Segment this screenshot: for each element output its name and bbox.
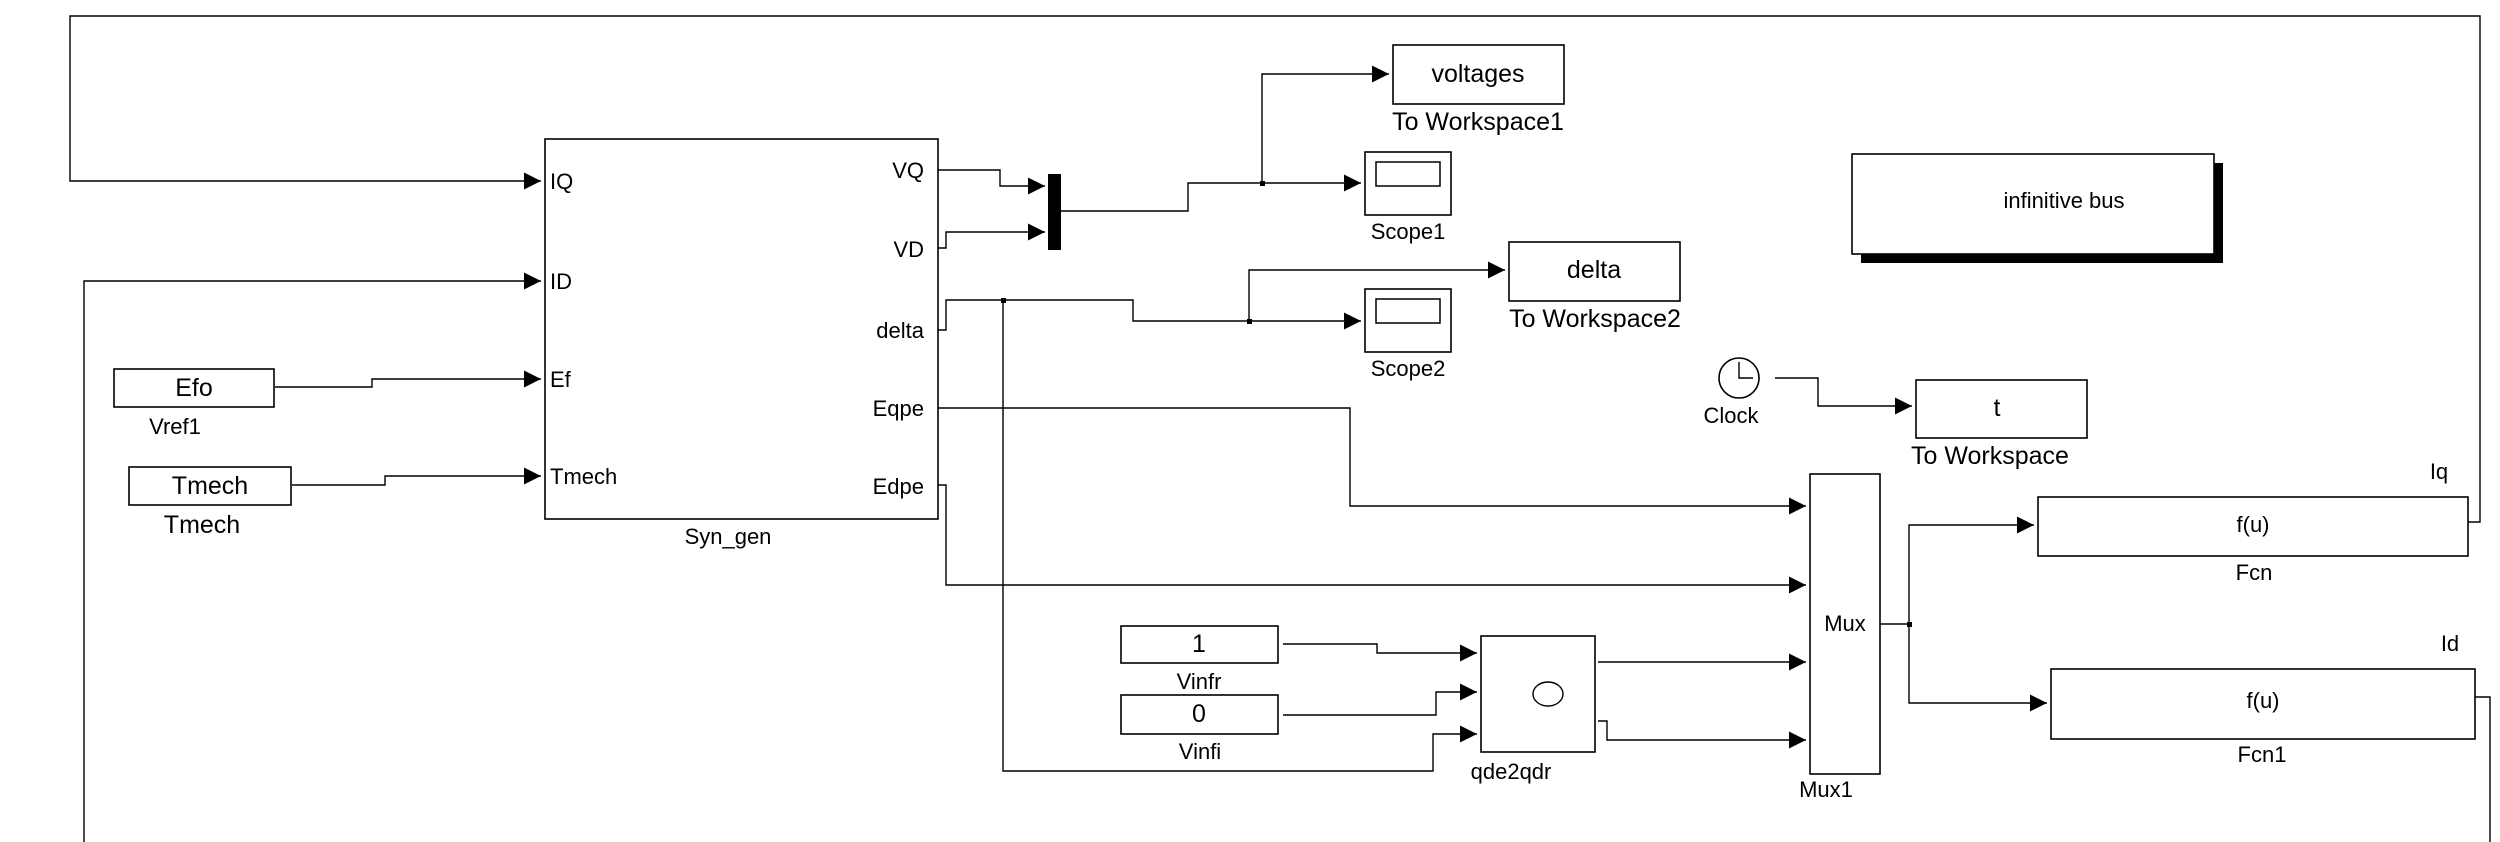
scope2-screen-icon [1375,298,1441,324]
infinitive-bus-block[interactable]: infinitive bus [1851,153,2223,263]
mux1-label: Mux1 [1799,777,1853,802]
fcn1-block[interactable]: f(u) Fcn1 Id [2050,631,2476,767]
syn-gen-label: Syn_gen [685,524,772,549]
infinitive-bus-label: infinitive bus [2003,188,2124,213]
to-workspace2-label: To Workspace2 [1509,305,1681,333]
fcn-expr: f(u) [2237,512,2270,537]
qde2qdr-label: qde2qdr [1471,759,1552,784]
port-tmech: Tmech [550,464,617,489]
to-workspace-block[interactable]: t To Workspace [1911,379,2088,470]
port-vd: VD [893,237,924,262]
scope1-screen-icon [1375,161,1441,187]
vref1-block[interactable]: Efo Vref1 [113,368,275,439]
to-workspace-label: To Workspace [1911,442,2069,470]
fcn1-label: Fcn1 [2238,742,2287,767]
tmech-value: Tmech [172,472,248,500]
mux-text: Mux [1824,611,1866,636]
qde2qdr-block[interactable]: qde2qdr [1471,635,1596,784]
vinfr-value: 1 [1192,630,1206,658]
vinfi-label: Vinfi [1179,739,1221,764]
iq-signal-label: Iq [2430,459,2448,484]
vinfr-label: Vinfr [1177,669,1222,694]
scope2-block[interactable]: Scope2 [1364,288,1452,381]
fcn1-expr: f(u) [2247,688,2280,713]
signal-lines [69,15,2491,842]
scope2-label: Scope2 [1371,356,1446,381]
id-signal-label: Id [2441,631,2459,656]
vinfi-value: 0 [1192,700,1206,728]
t-value: t [1994,394,2001,422]
bus-mux-bar[interactable] [1048,174,1061,250]
vref1-value: Efo [175,374,213,402]
scope1-label: Scope1 [1371,219,1446,244]
to-workspace1-block[interactable]: voltages To Workspace1 [1392,44,1565,136]
port-edpe: Edpe [873,474,924,499]
to-workspace1-label: To Workspace1 [1392,108,1564,136]
vinfi-block[interactable]: 0 Vinfi [1120,694,1279,764]
tmech-label: Tmech [164,511,240,539]
clock-label: Clock [1703,403,1759,428]
vref1-label: Vref1 [149,414,201,439]
clock-block[interactable]: Clock [1703,357,1760,428]
port-vq: VQ [892,158,924,183]
port-delta: delta [876,318,924,343]
scope1-block[interactable]: Scope1 [1364,151,1452,244]
subsystem-icon [1532,681,1564,707]
fcn-block[interactable]: f(u) Fcn Iq [2037,459,2469,585]
voltages-value: voltages [1431,60,1524,88]
mux1-block[interactable]: Mux Mux1 [1799,473,1881,802]
tmech-block[interactable]: Tmech Tmech [128,466,292,539]
port-iq: IQ [550,169,573,194]
port-eqpe: Eqpe [873,396,924,421]
syn-gen-block[interactable]: IQ ID Ef Tmech VQ VD delta Eqpe Edpe Syn… [544,138,939,549]
fcn-label: Fcn [2236,560,2273,585]
delta-value: delta [1567,256,1621,284]
port-id: ID [550,269,572,294]
vinfr-block[interactable]: 1 Vinfr [1120,625,1279,694]
port-ef: Ef [550,367,572,392]
to-workspace2-block[interactable]: delta To Workspace2 [1508,241,1681,333]
